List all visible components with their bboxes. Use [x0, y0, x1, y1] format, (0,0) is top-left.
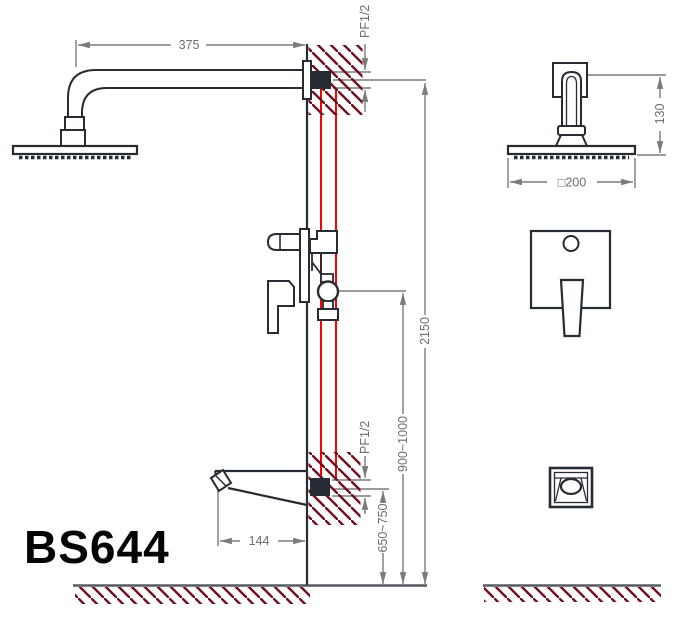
dim-head-width: [507, 158, 636, 188]
dim-head-drop: [577, 74, 666, 156]
model-label: BS644: [24, 521, 170, 573]
detail-mixer-front: [529, 229, 612, 338]
head-nut-front: [557, 125, 586, 136]
label-head-width: □200: [558, 176, 586, 190]
top-inlet-connection: [311, 71, 331, 89]
detail-head-front: [506, 62, 637, 160]
head-cone-front: [554, 134, 589, 147]
mixer-handle-front: [559, 278, 585, 338]
detail-spout-front: [548, 466, 594, 509]
tub-spout-side: [209, 468, 308, 507]
valve-stub-bottom: [322, 300, 334, 310]
spout-outlet-ellipse: [559, 477, 583, 496]
valve-pipe-circle: [316, 280, 340, 303]
arm-wall-flange: [302, 60, 312, 100]
ground-hatch-right: [484, 587, 661, 602]
fixture-side-view: [11, 44, 340, 585]
label-total-height: 2150: [418, 317, 432, 345]
mixer-handle-side: [267, 280, 295, 334]
head-arm-front-inner: [565, 75, 578, 127]
spout-front-right-slant: [580, 477, 588, 502]
dim-arm-length: [75, 40, 305, 67]
mixer-valve-side: [266, 228, 340, 334]
spout-nozzle-line: [215, 475, 227, 487]
shower-head-side: [11, 144, 139, 156]
head-arm-front-outer: [561, 70, 582, 127]
valve-body-upper: [309, 230, 338, 254]
valve-escutcheon-side: [299, 228, 310, 303]
head-plate-front: [506, 144, 637, 156]
diverter-knob-side: [266, 233, 301, 251]
spout-front-inner: [553, 471, 589, 504]
label-spout-length: 144: [249, 534, 270, 548]
spout-bottom-edge: [227, 486, 308, 507]
valve-body-lower: [317, 308, 339, 321]
label-spout-thread: PF1/2: [358, 421, 372, 454]
diverter-button-front: [562, 235, 580, 252]
shower-arm: [67, 69, 308, 119]
arm-nut: [64, 116, 85, 131]
label-spout-height: 650~750: [376, 503, 390, 552]
valve-pipe-break: [311, 253, 322, 275]
ground-hatch-left: [75, 587, 310, 604]
dimension-labels: 375 PF1/2 2150 900~1000 PF1/2 650~750 14…: [179, 5, 667, 553]
dim-mixer-height: [338, 290, 407, 584]
label-arm-length: 375: [179, 38, 200, 52]
head-neck: [60, 129, 86, 148]
spout-inlet-connection: [310, 478, 330, 496]
spout-front-left-slant: [554, 477, 562, 502]
ground: [73, 584, 661, 604]
label-head-drop: 130: [653, 104, 667, 125]
label-mixer-height: 900~1000: [396, 416, 410, 472]
label-top-thread: PF1/2: [358, 5, 372, 38]
